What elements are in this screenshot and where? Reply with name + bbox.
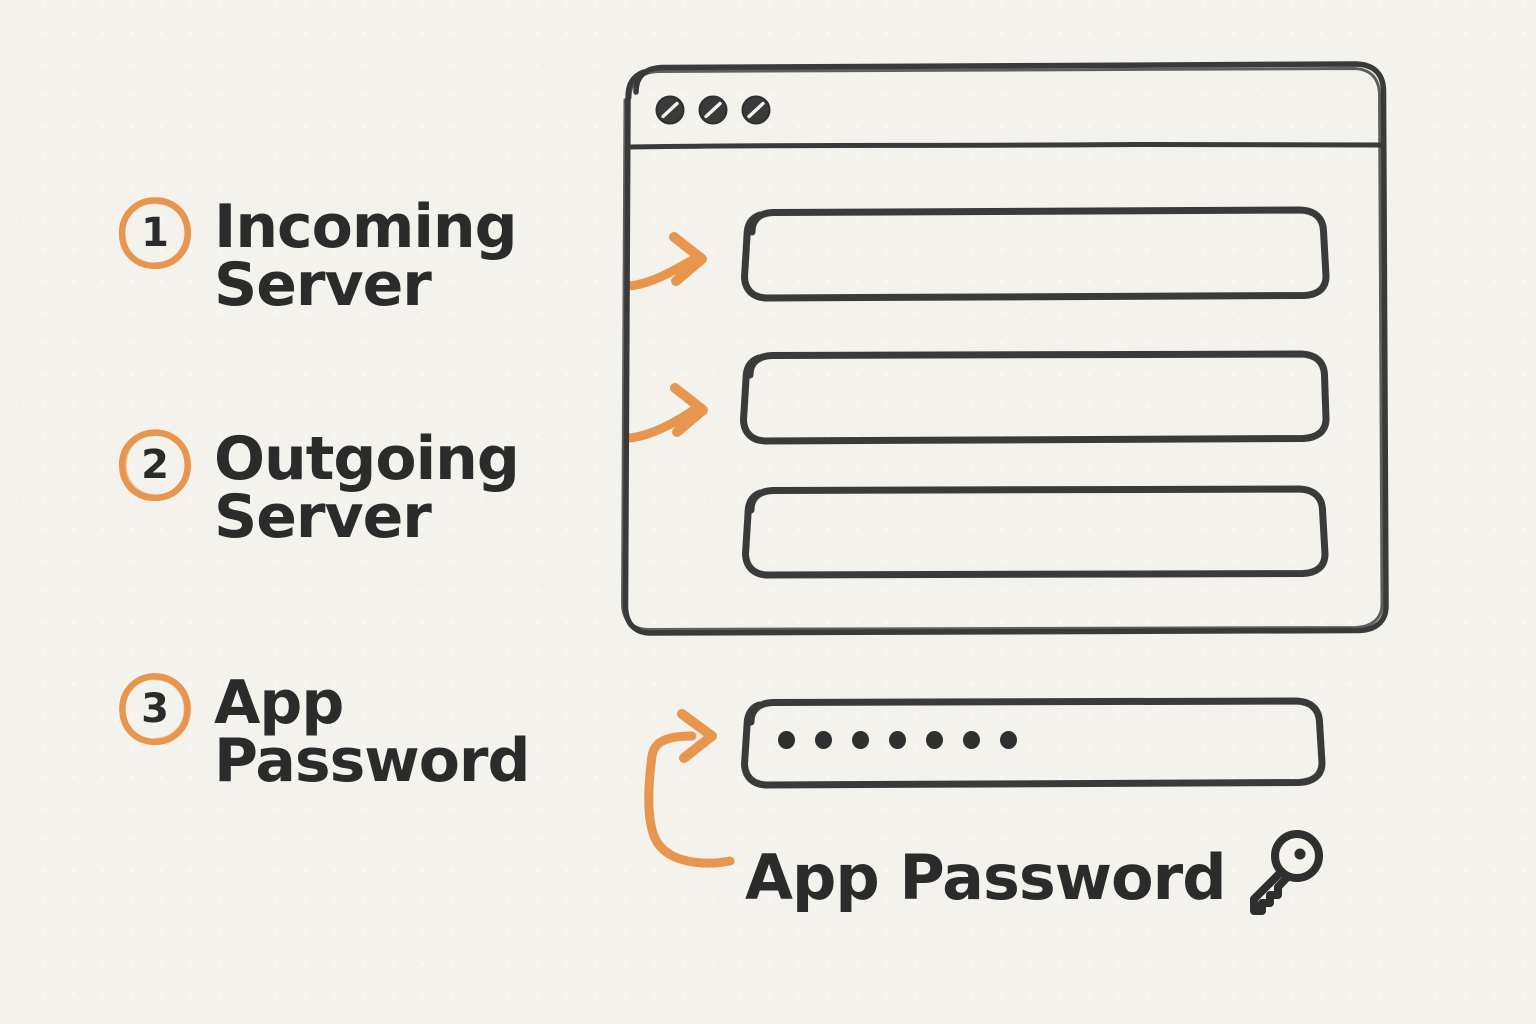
arrow-to-incoming-server bbox=[624, 228, 736, 308]
outgoing-server-field[interactable] bbox=[738, 350, 1332, 446]
password-dot bbox=[1000, 731, 1017, 749]
key-icon bbox=[1240, 828, 1326, 928]
step-item-3: 3 App Password bbox=[118, 668, 530, 797]
step-item-2: 2 Outgoing Server bbox=[118, 424, 520, 553]
app-password-caption-text: App Password bbox=[745, 841, 1227, 914]
circle-number-icon bbox=[118, 429, 191, 502]
window-button-minimize[interactable] bbox=[696, 93, 730, 131]
third-field[interactable] bbox=[738, 484, 1332, 580]
field-outline bbox=[741, 206, 1330, 302]
curved-arrow-right-icon bbox=[624, 232, 707, 291]
hooked-arrow-right-icon bbox=[644, 709, 735, 868]
step-item-1: 1 Incoming Server bbox=[118, 192, 518, 321]
step-2-number: 2 bbox=[141, 442, 169, 488]
field-outline bbox=[742, 485, 1329, 579]
arrow-to-outgoing-server bbox=[624, 378, 736, 458]
password-dot bbox=[852, 731, 869, 749]
slashed-circle-icon bbox=[655, 95, 685, 125]
window-frame bbox=[621, 61, 1389, 636]
step-3-label: App Password bbox=[214, 668, 530, 797]
step-2-label: Outgoing Server bbox=[214, 424, 520, 553]
step-1-number: 1 bbox=[141, 210, 169, 256]
incoming-server-field[interactable] bbox=[738, 206, 1332, 302]
window-button-maximize[interactable] bbox=[739, 93, 773, 131]
password-dot bbox=[778, 731, 795, 749]
browser-window bbox=[614, 58, 1390, 638]
window-button-close[interactable] bbox=[653, 93, 687, 131]
password-dot bbox=[963, 731, 980, 749]
app-password-caption: App Password bbox=[745, 828, 1326, 928]
step-3-number: 3 bbox=[141, 686, 169, 732]
step-1-badge: 1 bbox=[118, 196, 192, 270]
key-icon-glyph bbox=[1249, 830, 1323, 915]
password-dot bbox=[889, 731, 906, 749]
slashed-circle-icon bbox=[698, 95, 728, 125]
password-masked-dots bbox=[778, 731, 1017, 749]
step-2-badge: 2 bbox=[118, 428, 192, 502]
curved-arrow-right-icon bbox=[624, 383, 708, 443]
slashed-circle-icon bbox=[741, 95, 771, 125]
field-outline bbox=[740, 350, 1330, 445]
password-dot bbox=[926, 731, 943, 749]
app-password-field[interactable] bbox=[738, 697, 1328, 789]
circle-number-icon bbox=[119, 673, 191, 746]
arrow-to-app-password bbox=[634, 709, 764, 876]
step-1-label: Incoming Server bbox=[214, 192, 518, 321]
field-outline bbox=[741, 697, 1326, 789]
step-3-badge: 3 bbox=[118, 672, 192, 746]
password-dot bbox=[815, 731, 832, 749]
circle-number-icon bbox=[118, 197, 192, 270]
